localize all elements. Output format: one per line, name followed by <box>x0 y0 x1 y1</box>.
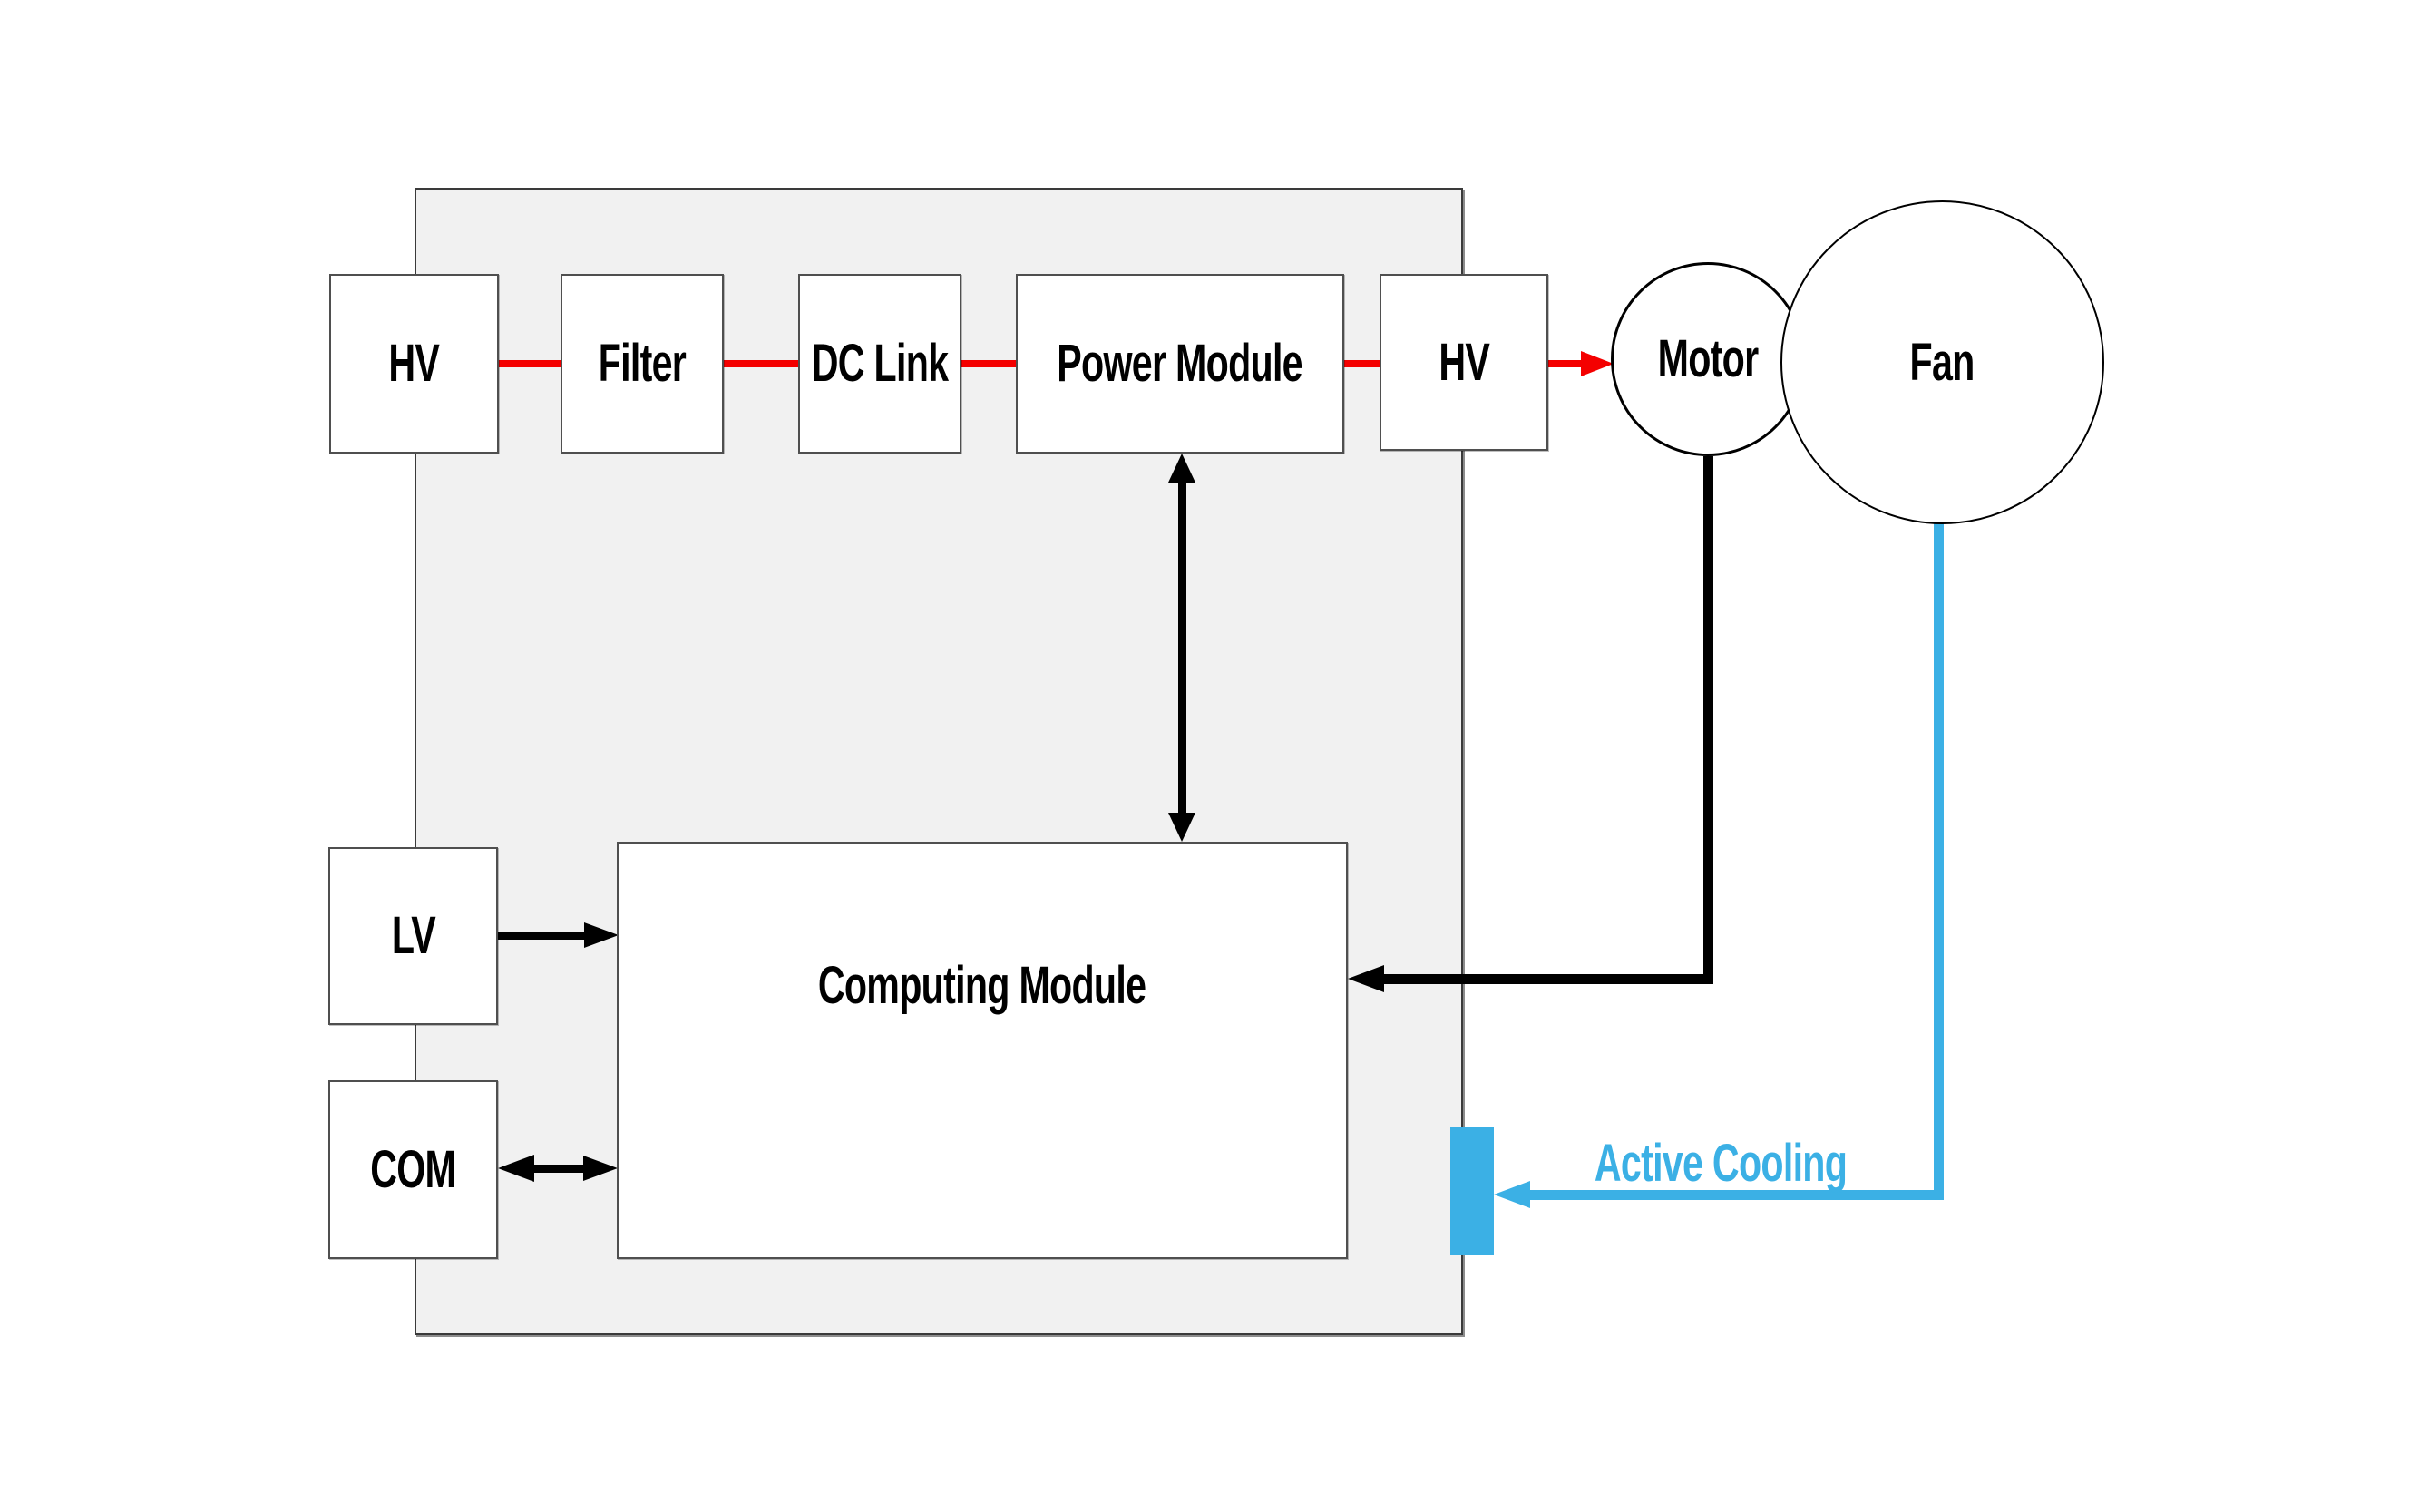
arrowhead-com-left <box>498 1155 534 1182</box>
node-lv: LV <box>328 847 498 1025</box>
arrowhead-motor-computing <box>1348 965 1384 992</box>
node-com: COM <box>328 1080 498 1259</box>
edge-fan-cooling-horizontal <box>1530 1190 1944 1200</box>
edge-motor-computing-horizontal <box>1384 974 1713 984</box>
node-computing-module-label: Computing Module <box>818 956 1146 1015</box>
node-hv-right: HV <box>1380 274 1548 451</box>
node-fan-label: Fan <box>1909 332 1975 392</box>
edge-powermodule-computing <box>1178 481 1186 815</box>
node-dc-link-label: DC Link <box>811 334 949 393</box>
edge-com-computing <box>532 1165 583 1173</box>
node-filter: Filter <box>561 274 724 454</box>
arrowhead-com-right <box>583 1156 618 1181</box>
arrowhead-hvright-motor <box>1581 351 1614 376</box>
node-power-module-label: Power Module <box>1057 334 1303 393</box>
arrowhead-down-computing <box>1168 813 1195 842</box>
node-motor: Motor <box>1611 262 1805 456</box>
node-motor-label: Motor <box>1657 329 1760 388</box>
node-lv-label: LV <box>391 906 435 965</box>
node-hv-left: HV <box>329 274 499 454</box>
edge-hvleft-filter <box>499 360 561 367</box>
edge-powermodule-hvright <box>1344 360 1380 367</box>
node-dc-link: DC Link <box>798 274 961 454</box>
edge-motor-computing-vertical <box>1703 456 1713 984</box>
node-power-module: Power Module <box>1016 274 1344 454</box>
edge-lv-computing <box>498 932 584 940</box>
active-cooling-label: Active Cooling <box>1594 1134 1848 1193</box>
arrowhead-lv-computing <box>584 922 619 948</box>
active-cooling-annotation: Active Cooling <box>1539 1137 1902 1190</box>
node-computing-module: Computing Module <box>617 842 1348 1259</box>
edge-dclink-powermodule <box>961 360 1016 367</box>
node-filter-label: Filter <box>598 334 687 393</box>
node-hv-right-label: HV <box>1439 332 1489 392</box>
arrowhead-up-powermodule <box>1168 454 1195 483</box>
arrowhead-fan-cooling <box>1494 1181 1530 1208</box>
edge-filter-dclink <box>724 360 798 367</box>
node-com-label: COM <box>370 1139 457 1199</box>
edge-hvright-motor <box>1548 360 1581 367</box>
edge-fan-cooling-vertical <box>1934 522 1944 1200</box>
active-cooling-inlet-port <box>1450 1127 1494 1255</box>
node-fan: Fan <box>1780 200 2104 524</box>
node-hv-left-label: HV <box>388 334 440 393</box>
